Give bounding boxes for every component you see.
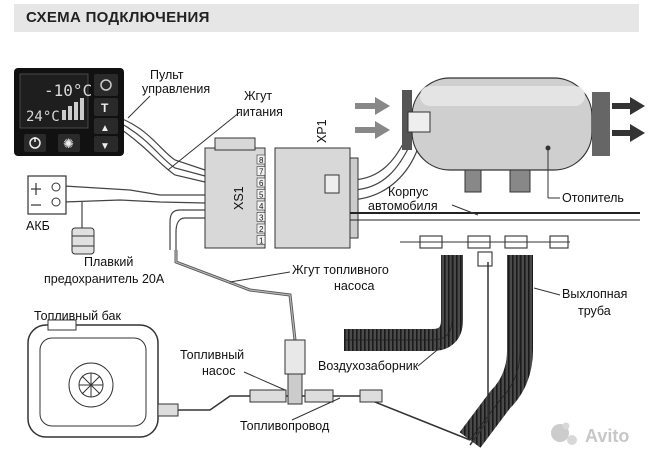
outlet-arrows (612, 97, 645, 142)
power-harness-label-line1: Жгут (244, 89, 272, 103)
fuse (71, 202, 95, 255)
panel-up-button (94, 118, 118, 134)
pin-cell-xs1-3 (256, 212, 266, 222)
heater-label: Отопитель (562, 191, 624, 205)
fuel-line-label: Топливопровод (240, 419, 330, 433)
control-panel: -10°C 24°C T ▲ ▼ ✺ (14, 68, 124, 156)
panel-temperature: -10°C (44, 81, 92, 100)
pump-harness-label-line2: насоса (334, 279, 374, 293)
pin-number-xs1-2: 2 (259, 225, 264, 234)
pin-number-xs1-7: 7 (259, 168, 264, 177)
panel-heat-button (58, 134, 80, 152)
pin-number-xs1-1: 1 (259, 237, 264, 246)
pin-number-xs1-3: 3 (259, 214, 264, 223)
battery-label: АКБ (26, 219, 50, 233)
fuel-tank-label: Топливный бак (34, 309, 121, 323)
pin-cell-xs1-1 (256, 235, 266, 245)
connector-xp1 (274, 147, 359, 249)
fuel-line (158, 395, 471, 441)
control-panel-label-line2: управления (142, 82, 210, 96)
exhaust-label-line1: Выхлопная (562, 287, 627, 301)
svg-text:Avito: Avito (585, 426, 629, 446)
inlet-arrows (355, 97, 390, 139)
panel-down-button (94, 136, 118, 152)
fuse-label-line2: предохранитель 20А (44, 272, 165, 286)
svg-text:▲: ▲ (100, 123, 110, 134)
fuse-label-line1: Плавкий (84, 255, 133, 269)
car-body-label-line2: автомобиля (368, 199, 438, 213)
fuel-pump-label-line1: Топливный (180, 348, 244, 362)
pump-harness-wire (174, 250, 297, 341)
pin-number-xs1-4: 4 (259, 202, 264, 211)
battery (27, 175, 67, 215)
fuel-pump-label-line2: насос (202, 364, 235, 378)
avito-watermark: Avito (551, 422, 629, 446)
pin-cell-xs1-7 (256, 166, 266, 176)
connector-xs1-label: XS1 (232, 186, 246, 210)
panel-setpoint: 24°C (26, 109, 60, 125)
pin-number-xs1-6: 6 (259, 179, 264, 188)
pin-cell-xs1-6 (256, 177, 266, 188)
pin-cell-xs1-4 (256, 200, 266, 211)
pin-cell-xs1-2 (256, 223, 266, 234)
title-bar (14, 4, 639, 32)
pin-cell-xs1-8 (256, 154, 266, 165)
fuel-pump (249, 339, 334, 405)
air-intake-label: Воздухозаборник (318, 359, 419, 373)
pump-harness-label-line1: Жгут топливного (292, 263, 389, 277)
svg-text:✺: ✺ (63, 136, 74, 151)
pin-number-xs1-5: 5 (259, 191, 264, 200)
panel-fan-icon (94, 74, 118, 96)
connector-xs1 (204, 137, 266, 249)
control-panel-label-line1: Пульт (150, 68, 184, 82)
pin-cell-xs1-5 (256, 189, 266, 199)
svg-text:T: T (101, 101, 109, 115)
exhaust-label-line2: труба (578, 304, 611, 318)
car-body-label-line1: Корпус (388, 185, 428, 199)
panel-t-button (94, 98, 118, 116)
svg-text:▼: ▼ (100, 141, 110, 152)
exhaust-pipe (459, 255, 533, 448)
heater-unit (402, 77, 610, 193)
panel-power-button (24, 134, 46, 152)
fuel-line-fittings (157, 389, 383, 417)
power-harness-label-line2: питания (236, 105, 283, 119)
page-title: СХЕМА ПОДКЛЮЧЕНИЯ (26, 9, 210, 26)
pin-number-xs1-8: 8 (259, 156, 264, 165)
connector-xp1-label: XP1 (315, 119, 329, 143)
fuel-tank (27, 319, 159, 438)
